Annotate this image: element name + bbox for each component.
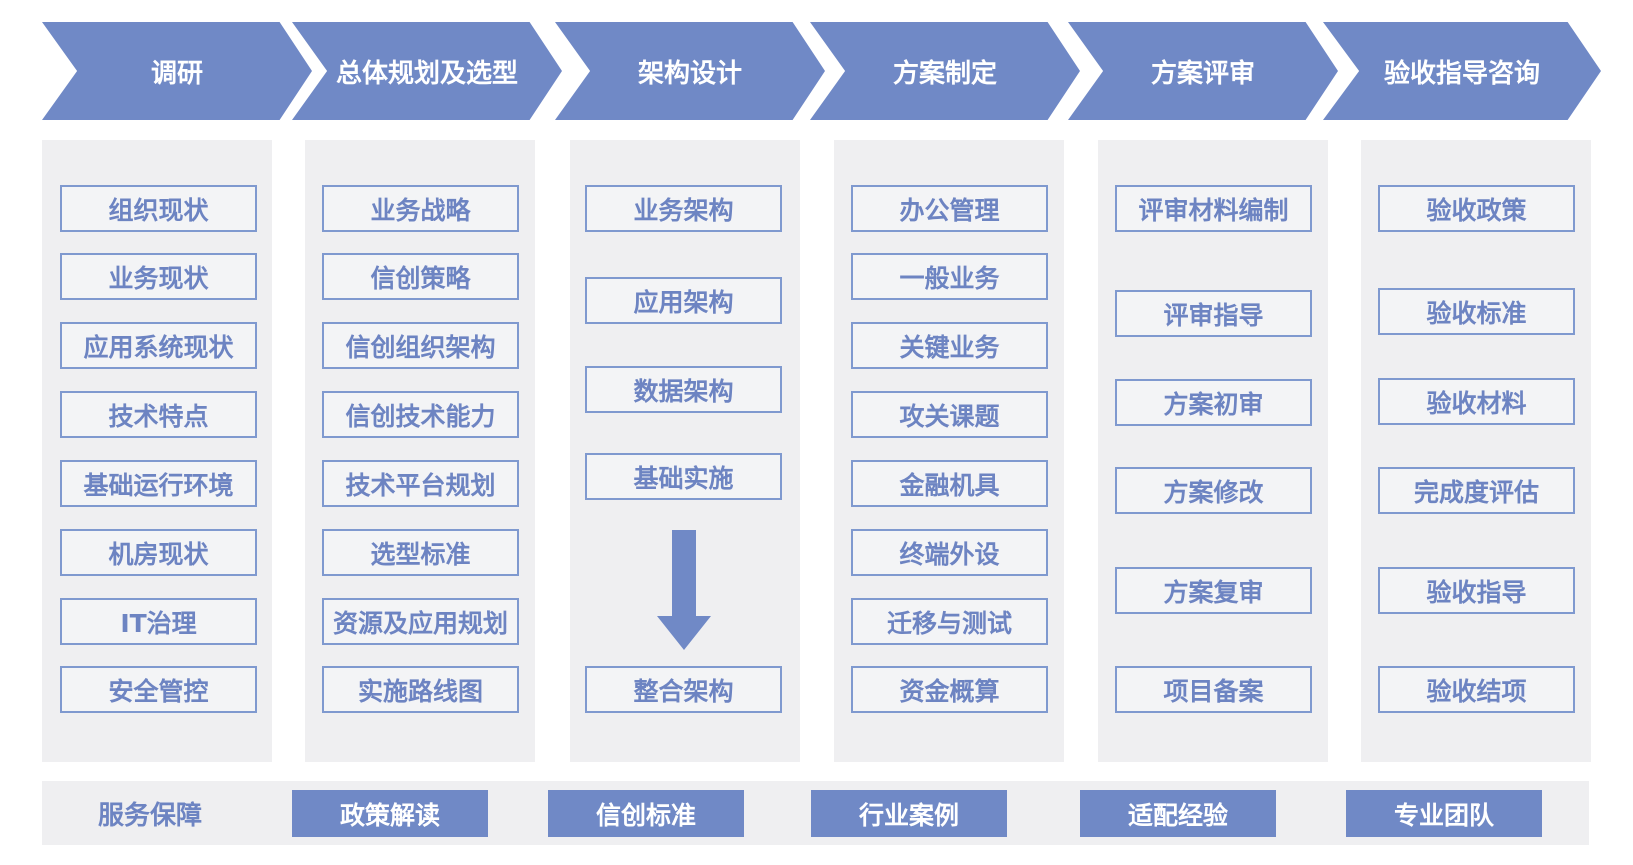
- item-box: 一般业务: [851, 253, 1048, 300]
- item-box: 方案复审: [1115, 567, 1312, 614]
- item-box: 技术平台规划: [322, 460, 519, 507]
- footer-label: 服务保障: [97, 800, 202, 831]
- stage-chevron-3: 架构设计: [555, 22, 825, 120]
- column-panel-4: [834, 140, 1064, 762]
- footer-tag: 行业案例: [811, 790, 1007, 837]
- stage-label: 方案制定: [892, 58, 997, 89]
- item-box: 资金概算: [851, 666, 1048, 713]
- stage-chevron-6: 验收指导咨询: [1323, 22, 1601, 120]
- item-box: 基础运行环境: [60, 460, 257, 507]
- column-panel-2: [305, 140, 535, 762]
- stage-label: 方案评审: [1150, 58, 1255, 89]
- item-box: 数据架构: [585, 366, 782, 413]
- item-box: IT治理: [60, 598, 257, 645]
- item-box: 安全管控: [60, 666, 257, 713]
- item-box: 评审指导: [1115, 290, 1312, 337]
- footer-tag: 适配经验: [1080, 790, 1276, 837]
- stage-chevron-5: 方案评审: [1068, 22, 1338, 120]
- item-box: 关键业务: [851, 322, 1048, 369]
- item-box: 完成度评估: [1378, 467, 1575, 514]
- column-panel-1: [42, 140, 272, 762]
- item-box: 评审材料编制: [1115, 185, 1312, 232]
- item-box: 业务战略: [322, 185, 519, 232]
- item-box: 验收指导: [1378, 567, 1575, 614]
- stage-label: 验收指导咨询: [1383, 58, 1540, 89]
- footer-tag: 信创标准: [548, 790, 744, 837]
- item-box: 信创技术能力: [322, 391, 519, 438]
- item-box: 信创策略: [322, 253, 519, 300]
- item-box: 组织现状: [60, 185, 257, 232]
- column-panel-3: [570, 140, 800, 762]
- item-box: 信创组织架构: [322, 322, 519, 369]
- item-box: 技术特点: [60, 391, 257, 438]
- item-box: 方案初审: [1115, 379, 1312, 426]
- stage-chevron-4: 方案制定: [810, 22, 1080, 120]
- item-box: 验收材料: [1378, 378, 1575, 425]
- stage-label: 调研: [150, 58, 203, 89]
- item-box: 基础实施: [585, 453, 782, 500]
- item-box: 项目备案: [1115, 666, 1312, 713]
- item-box: 机房现状: [60, 529, 257, 576]
- item-box: 终端外设: [851, 529, 1048, 576]
- item-box: 迁移与测试: [851, 598, 1048, 645]
- footer-tag: 专业团队: [1346, 790, 1542, 837]
- item-box: 业务现状: [60, 253, 257, 300]
- item-box: 资源及应用规划: [322, 598, 519, 645]
- item-box: 攻关课题: [851, 391, 1048, 438]
- footer-tag: 政策解读: [292, 790, 488, 837]
- column-panel-5: [1098, 140, 1328, 762]
- stage-chevron-1: 调研: [42, 22, 312, 120]
- item-box: 办公管理: [851, 185, 1048, 232]
- item-box: 实施路线图: [322, 666, 519, 713]
- item-box: 验收结项: [1378, 666, 1575, 713]
- stage-label: 架构设计: [637, 58, 742, 89]
- item-box: 方案修改: [1115, 467, 1312, 514]
- column-panel-6: [1361, 140, 1591, 762]
- item-box: 选型标准: [322, 529, 519, 576]
- item-box: 验收标准: [1378, 288, 1575, 335]
- item-box: 业务架构: [585, 185, 782, 232]
- item-box: 应用架构: [585, 277, 782, 324]
- item-box: 验收政策: [1378, 185, 1575, 232]
- item-box: 整合架构: [585, 666, 782, 713]
- down-arrow-icon: [657, 530, 711, 650]
- item-box: 金融机具: [851, 460, 1048, 507]
- item-box: 应用系统现状: [60, 322, 257, 369]
- stage-chevron-2: 总体规划及选型: [292, 22, 562, 120]
- stage-label: 总体规划及选型: [335, 58, 518, 89]
